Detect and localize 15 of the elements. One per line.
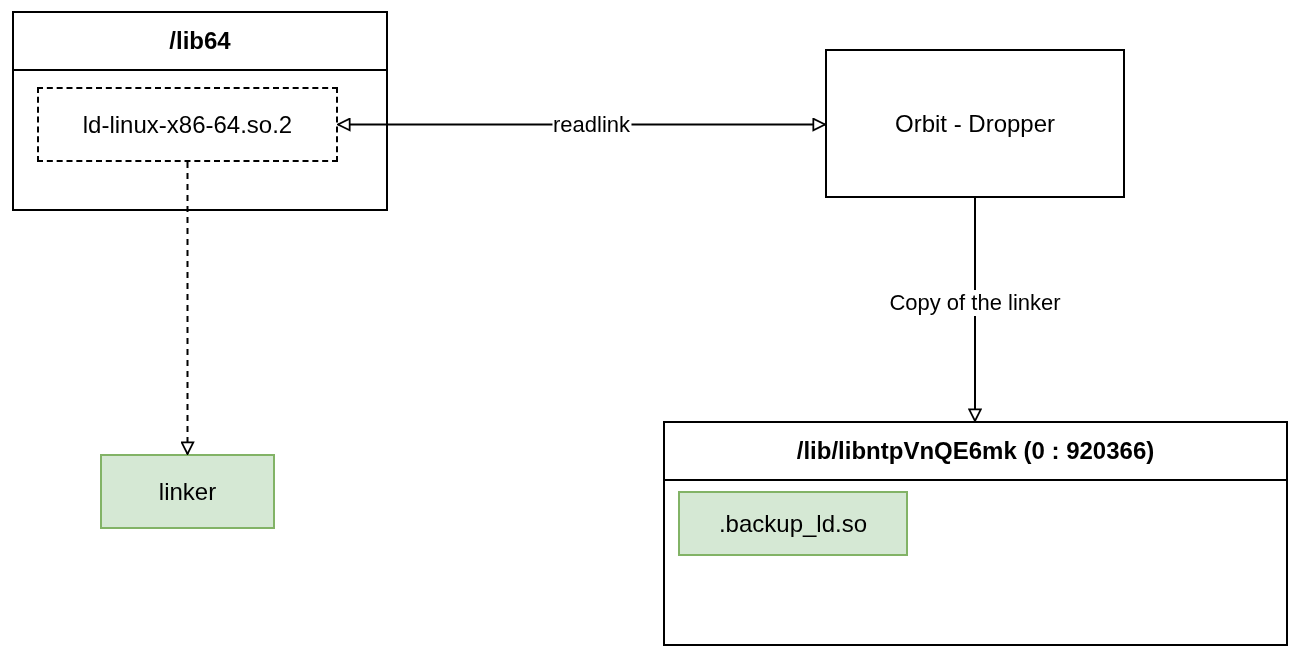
process-box xyxy=(100,454,275,529)
process-box xyxy=(825,49,1125,198)
process-box xyxy=(678,491,908,556)
box-label: ld-linux-x86-64.so.2 xyxy=(82,110,293,139)
container-title: /lib/libntpVnQE6mk (0 : 920366) xyxy=(796,437,1155,465)
box-label: linker xyxy=(158,477,217,506)
arrow xyxy=(968,197,982,422)
container-box xyxy=(12,11,388,211)
edge-label: Copy of the linker xyxy=(888,289,1062,316)
box-label: Orbit - Dropper xyxy=(894,109,1055,138)
arrow xyxy=(180,161,195,455)
box-label: .backup_ld.so xyxy=(718,509,868,538)
container-title: /lib64 xyxy=(169,27,231,55)
dashed-box xyxy=(37,87,338,162)
container-box xyxy=(663,421,1288,646)
